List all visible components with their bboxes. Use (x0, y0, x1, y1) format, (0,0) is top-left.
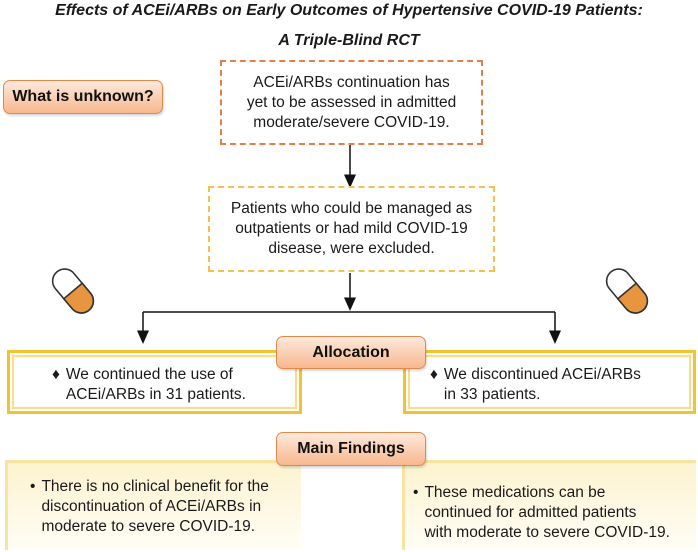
diagram-title-line1: Effects of ACEi/ARBs on Early Outcomes o… (55, 2, 643, 19)
main-findings-label: Main Findings (276, 432, 426, 466)
diagram-title-line2: A Triple-Blind RCT (278, 32, 420, 49)
finding-right-line: continued for admitted patients (424, 504, 637, 521)
diamond-bullet-icon: ♦ (52, 366, 60, 383)
continue-arm-box: ♦ We continued the use of ACEi/ARBs in 3… (7, 350, 302, 414)
finding-right-box: • These medications can be continued for… (402, 460, 696, 550)
exclusion-line: Patients who could be managed as (230, 200, 473, 217)
discontinue-arm-line: in 33 patients. (443, 386, 541, 403)
exclusion-line: outpatients or had mild COVID-19 (235, 220, 468, 237)
discontinue-arm-line: We discontinued ACEi/ARBs (443, 366, 641, 383)
capsule-icon-right (605, 268, 649, 314)
unknown-statement-box: ACEi/ARBs continuation has yet to be ass… (220, 60, 483, 145)
diamond-bullet-icon: ♦ (430, 366, 438, 383)
finding-left-line: discontinuation of ACEi/ARBs in (41, 498, 262, 515)
allocation-label: Allocation (276, 336, 426, 369)
bullet-icon: • (30, 478, 36, 495)
bullet-icon: • (413, 484, 419, 501)
unknown-line: moderate/severe COVID-19. (253, 113, 450, 131)
finding-right-line: These medications can be (424, 484, 606, 501)
finding-left-line: moderate to severe COVID-19. (41, 518, 256, 535)
finding-left-box: • There is no clinical benefit for the d… (5, 460, 301, 550)
finding-left-line: There is no clinical benefit for the (41, 478, 269, 495)
finding-right-line: with moderate to severe COVID-19. (424, 524, 670, 541)
exclusion-criteria-box: Patients who could be managed as outpati… (208, 186, 495, 272)
capsule-icon-left (51, 268, 95, 314)
unknown-line: ACEi/ARBs continuation has (253, 73, 450, 91)
unknown-line: yet to be assessed in admitted (246, 93, 457, 111)
exclusion-line: disease, were excluded. (268, 240, 435, 257)
continue-arm-line: We continued the use of (65, 366, 233, 383)
continue-arm-line: ACEi/ARBs in 31 patients. (65, 386, 246, 403)
what-is-unknown-label: What is unknown? (3, 80, 163, 114)
discontinue-arm-box: ♦ We discontinued ACEi/ARBs in 33 patien… (403, 350, 696, 414)
